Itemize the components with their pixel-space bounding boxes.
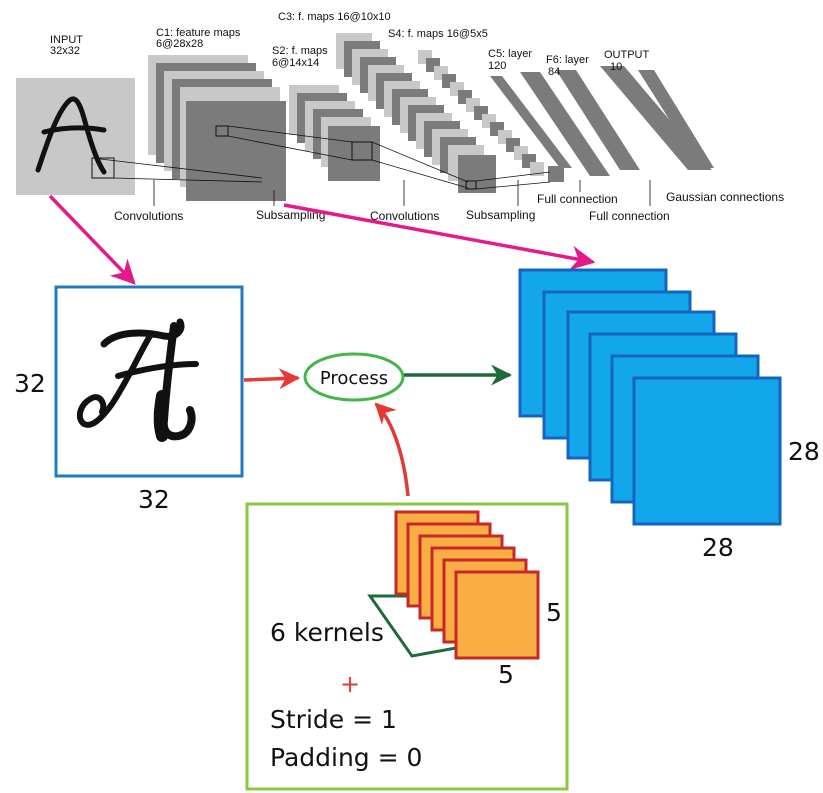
lenet-op-convolutions-2: Convolutions: [370, 209, 439, 223]
lenet-output-label: OUTPUT: [604, 49, 650, 61]
output-map-6: [632, 376, 782, 526]
lenet-op-full-connection-1: Full connection: [537, 192, 618, 206]
kernel-height-label: 5: [546, 598, 562, 627]
kernel-stack: [394, 510, 540, 660]
lenet-input-label: INPUT: [50, 34, 83, 46]
lenet-s2-label: S2: f. maps: [272, 45, 328, 57]
input-width-label: 32: [138, 485, 170, 514]
lenet-c1-label: C1: feature maps: [156, 27, 241, 39]
lenet-c5-label: C5: layer: [488, 48, 532, 60]
arrow-input-to-process: [243, 368, 301, 390]
lenet-input-receptive-field: [91, 157, 115, 179]
lenet-f6-size: 84: [548, 66, 560, 78]
padding-label: Padding = 0: [270, 743, 422, 772]
lenet-s2-size: 6@14x14: [272, 57, 319, 69]
lenet-s4-label: S4: f. maps 16@5x5: [388, 28, 488, 40]
process-ellipse: [303, 352, 405, 402]
stride-label: Stride = 1: [270, 705, 397, 734]
lenet-input-letter-a: [35, 96, 107, 175]
lenet-c5-layer-2: [520, 72, 610, 176]
handwritten-a-icon: [76, 318, 199, 442]
process-node: Process: [303, 352, 405, 402]
kernel-count-label: 6 kernels: [270, 618, 384, 647]
lenet-c3-label: C3: f. maps 16@10x10: [278, 11, 391, 23]
kernel-width-label: 5: [498, 660, 514, 689]
output-width-label: 28: [702, 533, 734, 562]
output-height-label: 28: [788, 437, 820, 466]
arrow-c1-to-detail: [283, 203, 596, 271]
lenet-connection-lines: [91, 125, 651, 206]
lenet-output-layer: [600, 66, 712, 170]
process-label: Process: [320, 368, 388, 389]
input-image-panel: 32 32: [14, 285, 244, 514]
lenet-output-size: 10: [610, 61, 622, 73]
lenet-output-layer-2: [638, 70, 714, 168]
plus-sign: +: [340, 670, 360, 698]
lenet-f6-layer: [556, 70, 640, 170]
input-height-label: 32: [14, 369, 46, 398]
lenet-architecture: INPUT 32x32 C1: feature maps 6@28x28 S2:…: [16, 11, 784, 223]
lenet-op-full-connection-2: Full connection: [589, 209, 670, 223]
lenet-s4-maps: [418, 50, 564, 182]
lenet-input-image: [16, 78, 135, 195]
lenet-c1-maps: [148, 55, 286, 201]
kernel-6: [454, 570, 540, 660]
kernel-settings-box: 5 5 6 kernels + Stride = 1 Padding = 0: [245, 502, 569, 791]
arrow-input-to-detail: [48, 194, 136, 285]
lenet-op-gaussian: Gaussian connections: [666, 190, 784, 204]
lenet-op-subsampling-2: Subsampling: [466, 208, 535, 222]
lenet-f6-label: F6: layer: [546, 54, 589, 66]
output-feature-maps: 28 28: [518, 268, 820, 562]
arrow-kernels-to-process: [374, 402, 410, 497]
lenet-c3-maps: [336, 33, 496, 193]
lenet-op-subsampling-1: Subsampling: [256, 208, 325, 222]
lenet-c1-size: 6@28x28: [156, 38, 203, 50]
lenet-c5-layer: [490, 76, 572, 168]
lenet-op-convolutions-1: Convolutions: [114, 209, 183, 223]
lenet-input-size: 32x32: [50, 45, 80, 57]
input-image-frame: [54, 285, 244, 478]
lenet-s2-maps: [289, 85, 380, 181]
lenet-c5-size: 120: [488, 60, 506, 72]
